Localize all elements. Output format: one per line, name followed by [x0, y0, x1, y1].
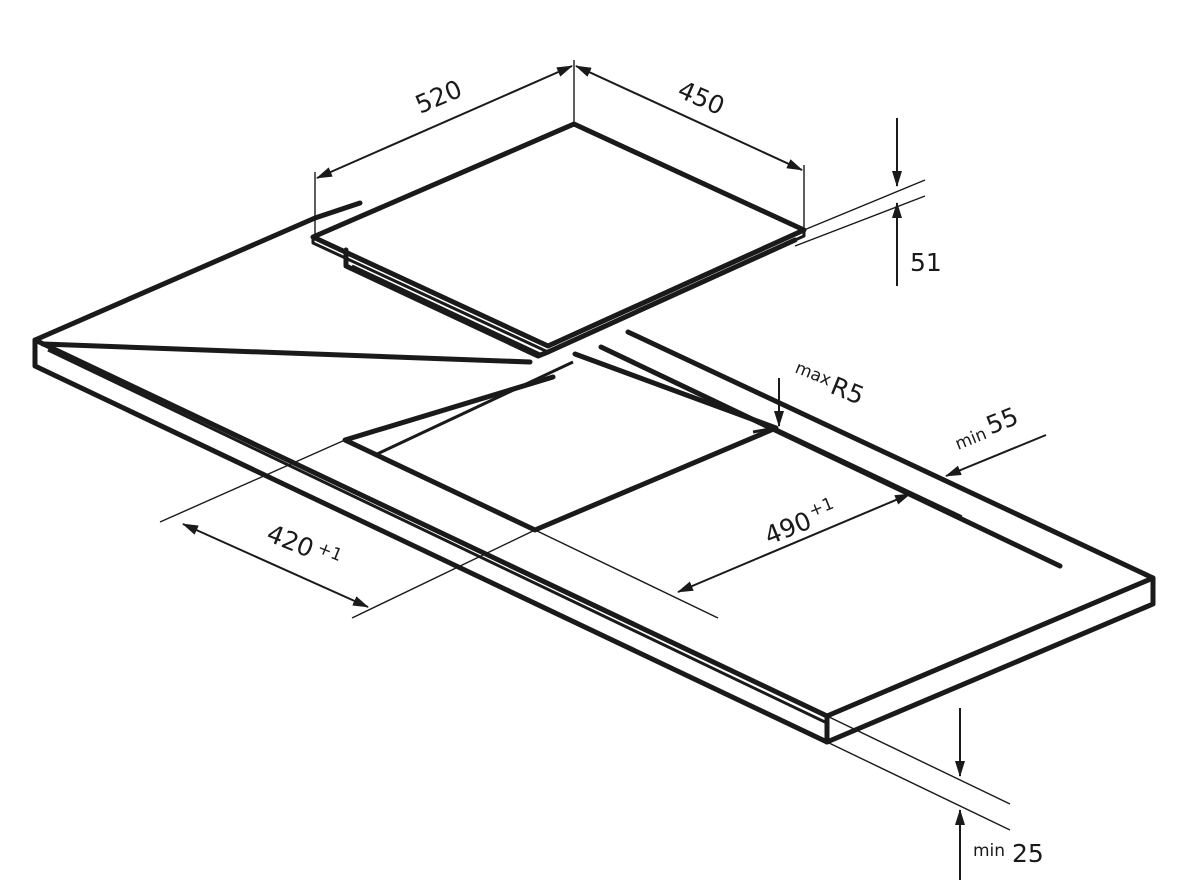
dim-worktop-thickness: min 25 [826, 708, 1044, 880]
cutout [342, 351, 779, 533]
worktop-side-face [824, 575, 1156, 745]
cutout-outline [342, 351, 779, 533]
label-worktop-prefix: min [973, 841, 1005, 861]
worktop-top-edge-left [32, 215, 1156, 719]
label-cutout-depth-tol: +1 [314, 538, 345, 566]
label-hob-height: 51 [910, 248, 942, 277]
label-worktop-value: 25 [1012, 839, 1044, 868]
dim-edge-distance: min 55 [945, 401, 1047, 477]
label-hob-width: 520 [411, 74, 466, 119]
worktop-front-face [32, 337, 830, 745]
hob-body [343, 237, 798, 359]
dim-corner-radius: max R5 [774, 358, 869, 427]
dim-cutout-depth: 420 +1 [159, 439, 536, 619]
hob [310, 121, 807, 359]
hob-top-glass [310, 121, 807, 349]
dim-hob-depth: 450 [575, 65, 805, 230]
label-edge-value: 55 [982, 401, 1022, 440]
label-cutout-depth: 420 [263, 519, 318, 564]
label-edge-prefix: min [952, 424, 989, 455]
label-corner-prefix: max [792, 358, 834, 390]
dim-hob-height: 51 [794, 118, 942, 286]
label-cutout-width-tol: +1 [806, 494, 837, 522]
label-cutout-width: 490 [760, 506, 815, 551]
dim-hob-width: 520 [314, 60, 575, 236]
worktop [32, 200, 1156, 745]
label-corner-value: R5 [827, 371, 869, 410]
